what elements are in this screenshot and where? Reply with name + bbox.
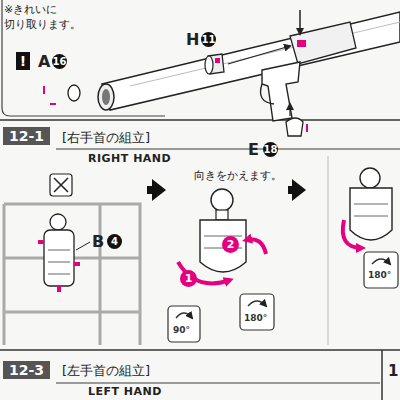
- leader-arrow: [299, 10, 301, 34]
- gate-mark: [57, 286, 61, 292]
- header-rule: [56, 148, 400, 150]
- part-h-end: [205, 56, 213, 74]
- wrist-ball: [360, 168, 380, 188]
- nipper-icon: [50, 174, 72, 196]
- socket-mark: [297, 40, 306, 47]
- header-rule: [56, 382, 380, 384]
- rotation-angle: 180°: [244, 313, 267, 323]
- step-title: [右手首の組立]: [62, 129, 150, 147]
- part-letter: E: [248, 140, 259, 159]
- rotation-angle: 90°: [173, 325, 190, 335]
- step-title-english: LEFT HAND: [88, 385, 162, 398]
- step-panel: 180°: [306, 162, 400, 345]
- leader-arrow: [289, 104, 290, 116]
- part-number: 11: [201, 32, 216, 47]
- step-number: 12-1: [3, 127, 50, 145]
- tube-muzzle: [98, 84, 114, 110]
- part-number: 18: [263, 142, 278, 157]
- rotate-arrow: [246, 239, 266, 254]
- finger-line: [48, 250, 70, 274]
- part-letter: A: [38, 52, 50, 71]
- rotation-icon: [364, 252, 398, 288]
- gate-mark: [306, 124, 308, 132]
- rotation-symbol: [176, 313, 192, 318]
- gate-mark: [74, 262, 80, 266]
- rotation-symbol: [372, 259, 390, 264]
- part-number: 4: [107, 234, 122, 249]
- hand-part: [200, 220, 246, 272]
- part-number: 16: [52, 54, 67, 69]
- sprue-runner: [4, 204, 140, 345]
- part-letter: B: [92, 232, 104, 251]
- step-number: 12-3: [3, 361, 50, 379]
- gate-mark: [43, 86, 45, 94]
- bazooka-grip: [262, 62, 300, 121]
- step-title-english: RIGHT HAND: [88, 152, 171, 165]
- nipper-symbol: [54, 178, 68, 192]
- section-divider: [0, 349, 400, 351]
- panel-divider: [328, 156, 329, 345]
- section-divider: [0, 119, 400, 121]
- step-number: 1: [388, 362, 398, 380]
- step-order-number: 2: [222, 236, 239, 253]
- trigger-guard: [261, 84, 275, 104]
- rotation-icon: [168, 306, 200, 342]
- step-arrow: [288, 186, 296, 194]
- leader-line: [76, 242, 90, 250]
- rotation-symbol: [248, 301, 266, 306]
- hand-part: [44, 230, 74, 286]
- part-a: [68, 85, 80, 101]
- rotation-icon: [240, 294, 274, 330]
- hand-part: [350, 188, 392, 240]
- step-order-number: 1: [180, 270, 197, 287]
- panel-divider: [381, 350, 383, 400]
- finger-line: [354, 204, 388, 216]
- step-title: [左手首の組立]: [62, 362, 150, 380]
- step-panel: B4: [0, 162, 147, 345]
- part-e: [286, 118, 303, 136]
- wrist-ball: [211, 189, 233, 211]
- step-panel: 向きをかえます。 1 2 90° 180°: [166, 162, 288, 345]
- rotation-angle: 180°: [368, 270, 391, 280]
- step-arrow: [147, 186, 156, 194]
- warning-icon: !: [16, 52, 30, 70]
- note-text: ※きれいに 切り取ります。: [4, 2, 70, 32]
- wrist-neck: [216, 210, 228, 220]
- part-letter: H: [186, 30, 199, 49]
- wrist-ball: [50, 214, 66, 230]
- gate-mark: [38, 240, 44, 244]
- rotate-arrow: [343, 220, 362, 248]
- note-text: 向きをかえます。: [194, 168, 282, 183]
- gate-mark: [215, 58, 220, 63]
- bazooka-tube: [102, 12, 400, 110]
- muzzle-bore: [102, 89, 110, 105]
- gate-mark: [50, 103, 56, 105]
- leader-arrow: [228, 46, 290, 64]
